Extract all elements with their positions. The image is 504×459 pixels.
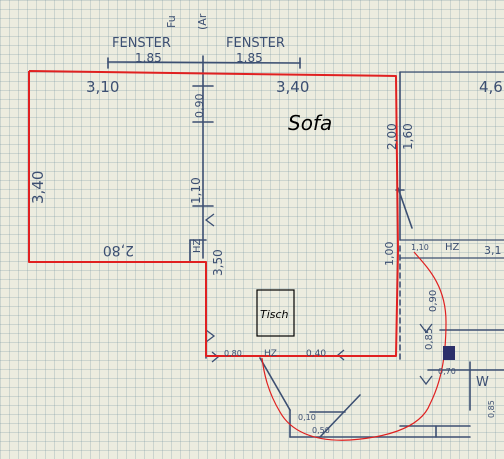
- dim-middle-wall: 0,90: [193, 94, 206, 119]
- dim-bottom-left: 2,80: [103, 242, 134, 258]
- dimension-labels: 3,10 3,40 4,6 3,40 2,80 0,90 1,10 HZ 3,5…: [29, 78, 503, 435]
- dim-bath-small-2: 0,50: [312, 426, 330, 435]
- pencil-walls: [107, 55, 504, 438]
- heater-block: [443, 346, 455, 360]
- top-margin-notes: Fu (Ar: [165, 13, 209, 30]
- dim-hz-left: HZ: [192, 238, 203, 253]
- window-left: FENSTER 1.85: [112, 36, 171, 65]
- dim-hall-small-2: 0,70: [438, 367, 456, 376]
- window-left-width: 1.85: [135, 51, 162, 65]
- dim-hall-small: 0,85: [424, 328, 435, 350]
- red-walking-path: [261, 251, 447, 441]
- window-left-label: FENSTER: [112, 36, 171, 51]
- dim-step: 3,50: [211, 249, 225, 276]
- dim-bottom-hz: HZ: [264, 349, 277, 359]
- dim-far-right: 4,6: [479, 78, 503, 96]
- window-right-label: FENSTER: [226, 36, 285, 51]
- dim-hz-right-suffix: 3,1: [484, 244, 502, 257]
- dim-right-lower: 1,00: [383, 242, 396, 267]
- dim-bath-small-1: 0,10: [298, 413, 316, 422]
- margin-fragment-1: Fu: [165, 15, 178, 28]
- window-right-width: 1.85: [236, 51, 263, 65]
- dim-bath-w: W: [476, 375, 489, 390]
- table-marker: [256, 289, 295, 337]
- dim-right-upper-1: 2,00: [385, 123, 399, 150]
- dim-bottom-small-1: 0,80: [224, 349, 242, 358]
- window-right: FENSTER 1.85: [226, 36, 285, 65]
- dim-hall-vertical: 0,90: [428, 290, 439, 312]
- dim-left-side: 3,40: [29, 171, 47, 204]
- dim-hz-right-prefix: 1,10: [411, 243, 429, 252]
- sofa-label: Sofa: [288, 111, 332, 135]
- table-label: Tisch: [260, 308, 289, 321]
- dim-hz-right: HZ: [445, 242, 460, 253]
- dim-bath-right: 0,85: [487, 400, 496, 418]
- margin-fragment-2: (Ar: [196, 13, 209, 30]
- dim-bottom-small-2: 0,40: [306, 349, 326, 359]
- red-room-outline: [28, 70, 399, 357]
- dim-right-upper-2: 1,60: [401, 123, 415, 150]
- dim-middle-lower: 1,10: [189, 177, 203, 204]
- dim-top-left: 3,10: [86, 78, 119, 96]
- dim-top-right: 3,40: [276, 78, 309, 96]
